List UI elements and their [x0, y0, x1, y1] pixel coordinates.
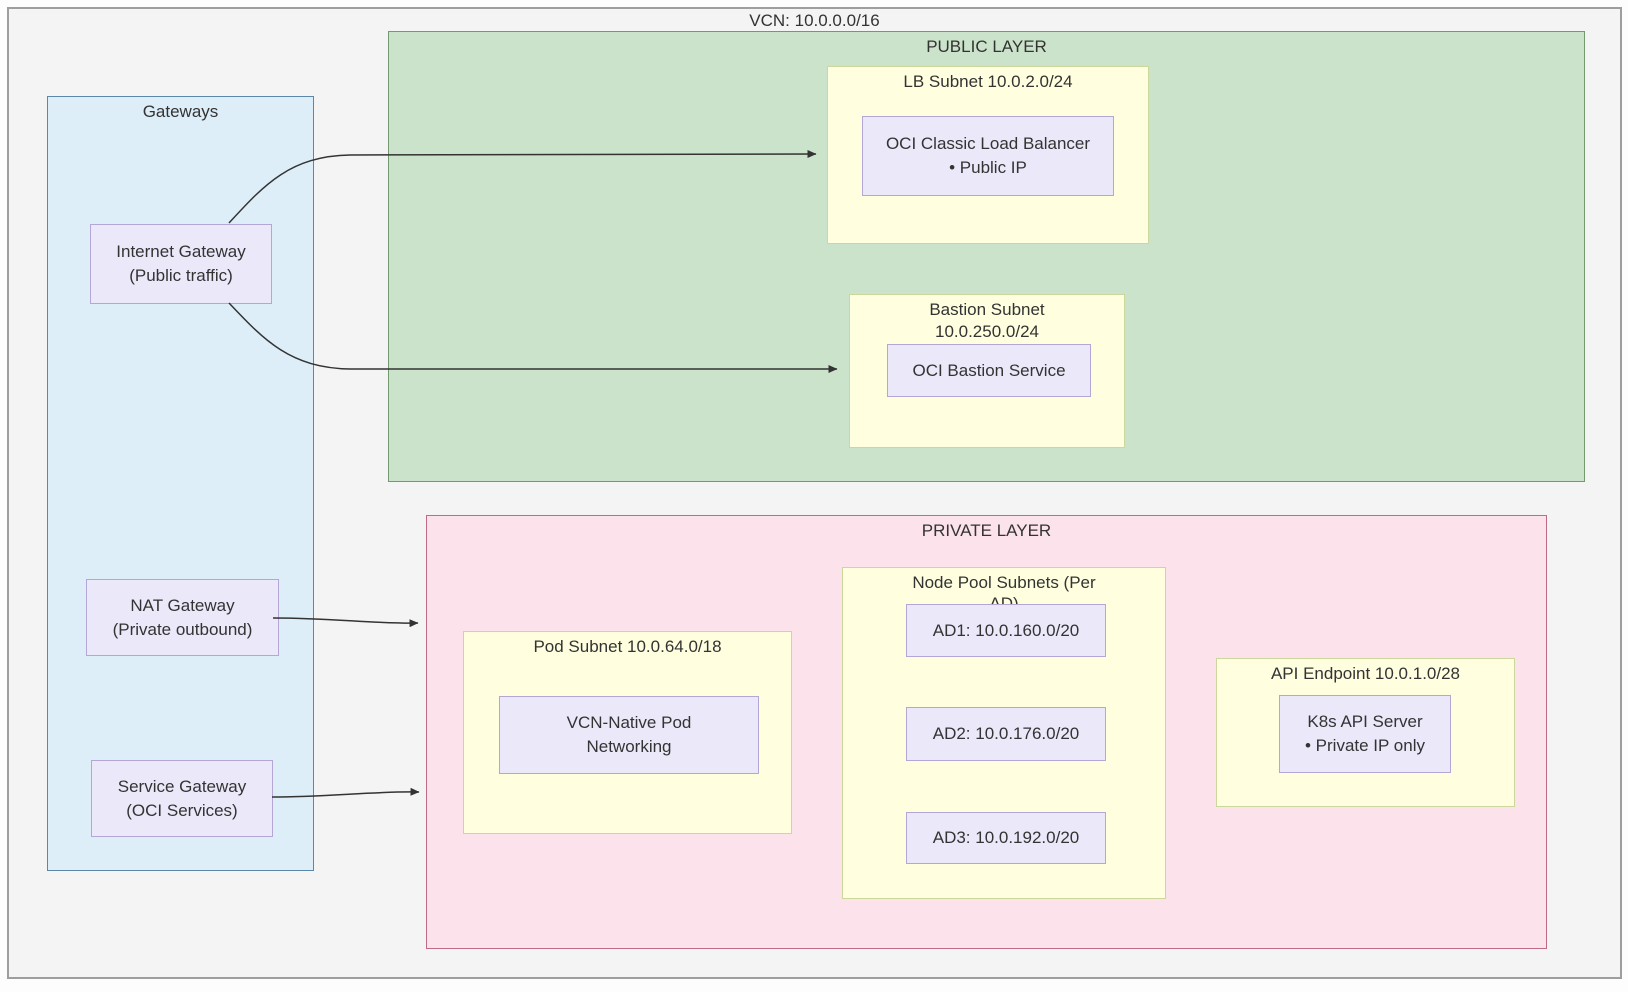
private-layer-group: PRIVATE LAYER Pod Subnet 10.0.64.0/18 VC…	[426, 515, 1547, 949]
pod-networking-label: VCN-Native Pod	[566, 713, 692, 732]
ad1-subnet-node: AD1: 10.0.160.0/20	[906, 604, 1106, 657]
ad2-subnet-node: AD2: 10.0.176.0/20	[906, 707, 1106, 761]
nat-gateway-node: NAT Gateway (Private outbound)	[86, 579, 279, 656]
pod-subnet: Pod Subnet 10.0.64.0/18 VCN-Native Pod N…	[463, 631, 792, 834]
service-gateway-node: Service Gateway (OCI Services)	[91, 760, 273, 837]
ad2-subnet-label: AD2: 10.0.176.0/20	[932, 724, 1080, 743]
nat-gateway-label: NAT Gateway	[130, 595, 235, 615]
pod-networking-node: VCN-Native Pod Networking	[499, 696, 759, 774]
node-pool-subnets: Node Pool Subnets (Per AD) AD1: 10.0.160…	[842, 567, 1166, 899]
lb-subnet: LB Subnet 10.0.2.0/24 OCI Classic Load B…	[827, 66, 1149, 244]
internet-gateway-label: Internet Gateway	[116, 242, 246, 261]
public-layer-title: PUBLIC LAYER	[926, 37, 1047, 56]
ad1-subnet-label: AD1: 10.0.160.0/20	[932, 620, 1080, 640]
vcn-container: VCN: 10.0.0.0/16 Gateways Internet Gatew…	[7, 7, 1622, 979]
bastion-service-label: OCI Bastion Service	[912, 360, 1066, 380]
service-gateway-label: Service Gateway	[117, 776, 247, 796]
service-gateway-sublabel: (OCI Services)	[126, 800, 238, 820]
bastion-subnet-title: Bastion Subnet 10.0.250.0/24	[929, 300, 1045, 341]
pod-subnet-title: Pod Subnet 10.0.64.0/18	[533, 637, 722, 656]
bastion-service-node: OCI Bastion Service	[887, 344, 1091, 397]
vcn-label: VCN: 10.0.0.0/16	[749, 11, 880, 30]
k8s-api-server-sublabel: • Private IP only	[1305, 736, 1425, 755]
load-balancer-label: OCI Classic Load Balancer	[885, 134, 1091, 153]
private-layer-title: PRIVATE LAYER	[921, 521, 1052, 540]
load-balancer-node: OCI Classic Load Balancer • Public IP	[862, 116, 1114, 196]
pod-networking-sublabel: Networking	[586, 737, 672, 756]
lb-subnet-title: LB Subnet 10.0.2.0/24	[903, 72, 1073, 91]
ad3-subnet-node: AD3: 10.0.192.0/20	[906, 812, 1106, 864]
nat-gateway-sublabel: (Private outbound)	[112, 619, 253, 639]
internet-gateway-node: Internet Gateway (Public traffic)	[90, 224, 272, 304]
k8s-api-server-label: K8s API Server	[1307, 712, 1423, 731]
gateways-group: Gateways Internet Gateway (Public traffi…	[47, 96, 314, 871]
ad3-subnet-label: AD3: 10.0.192.0/20	[932, 828, 1080, 847]
k8s-api-server-node: K8s API Server • Private IP only	[1279, 695, 1451, 773]
bastion-subnet: Bastion Subnet 10.0.250.0/24 OCI Bastion…	[849, 294, 1125, 448]
gateways-title: Gateways	[142, 102, 219, 121]
public-layer-group: PUBLIC LAYER LB Subnet 10.0.2.0/24 OCI C…	[388, 31, 1585, 482]
api-endpoint-title: API Endpoint 10.0.1.0/28	[1270, 664, 1461, 683]
internet-gateway-sublabel: (Public traffic)	[129, 266, 233, 285]
api-endpoint-subnet: API Endpoint 10.0.1.0/28 K8s API Server …	[1216, 658, 1515, 807]
load-balancer-sublabel: • Public IP	[949, 158, 1027, 177]
